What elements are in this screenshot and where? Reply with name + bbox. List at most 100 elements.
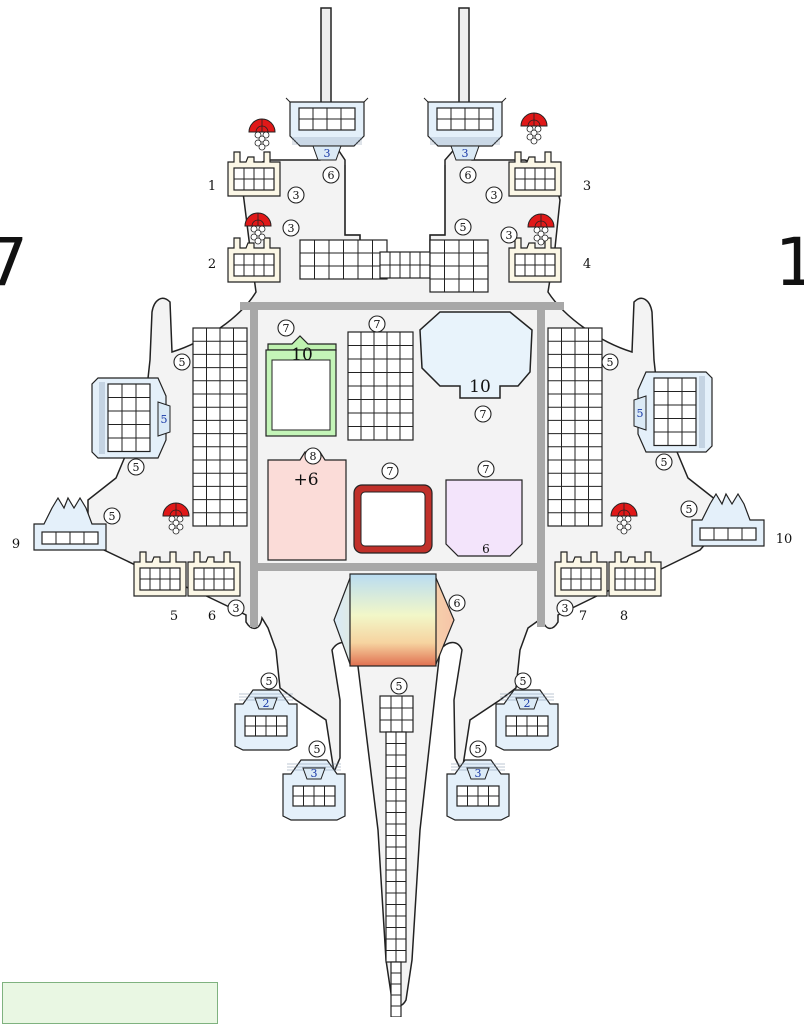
- spike-grid: [42, 532, 98, 544]
- footer-box: [2, 982, 218, 1024]
- crew-badge-value: 5: [314, 743, 321, 756]
- turret-cost: 3: [324, 147, 331, 160]
- crew-badge-middle: 7: [369, 316, 385, 332]
- bridge-1-label: 1: [208, 179, 216, 194]
- radar-icon-top-right: [521, 113, 547, 144]
- turret-grid: [245, 716, 287, 736]
- bridge-grid: [515, 254, 555, 276]
- bridge-4-label: 4: [583, 257, 591, 272]
- blue-room-label: 10: [469, 377, 491, 397]
- crew-badge-value: 5: [520, 675, 527, 688]
- left-cargo-block: [193, 328, 247, 526]
- bridge-grid: [515, 168, 555, 190]
- crew-badge-value: 6: [328, 169, 335, 182]
- turret-cost: 3: [462, 147, 469, 160]
- turret-side-left: 5: [92, 378, 170, 458]
- crew-badge-bridge-9: 5: [104, 508, 120, 524]
- crew-badge-left-block: 5: [174, 354, 190, 370]
- bridge-8-label: 8: [620, 609, 628, 624]
- crew-badge-value: 3: [288, 222, 295, 235]
- turret-grid: [457, 786, 499, 806]
- bridge-2-label: 2: [208, 257, 216, 272]
- upper-grid-mid: [380, 252, 430, 278]
- spike-grid: [700, 528, 756, 540]
- crew-badge-low-left-1: 5: [261, 673, 277, 689]
- turret-top-left: 3: [286, 98, 368, 160]
- crew-badge-top-left: 6: [323, 167, 339, 183]
- spine-head-grid: [380, 696, 413, 732]
- crew-badge-value: 3: [562, 602, 569, 615]
- bridge-grid: [615, 568, 655, 590]
- prism-room: [334, 574, 454, 666]
- crew-badge-value: 5: [109, 510, 116, 523]
- antenna-masts: [321, 8, 469, 104]
- crew-badge-right-block: 5: [602, 354, 618, 370]
- bridge-10-label: 10: [776, 532, 793, 547]
- right-cargo-block: [548, 328, 602, 526]
- turret-cost: 5: [637, 407, 644, 420]
- crew-badge-value: 5: [475, 743, 482, 756]
- pink-room: [268, 452, 346, 560]
- crew-badge-value: 3: [293, 189, 300, 202]
- crew-badge-value: 7: [374, 318, 381, 331]
- crew-badge-value: 5: [460, 221, 467, 234]
- crew-badge-value: 3: [506, 229, 513, 242]
- turret-grid: [293, 786, 335, 806]
- crew-badge-side-right: 5: [656, 454, 672, 470]
- crew-badge-low-right-1: 5: [515, 673, 531, 689]
- turret-low-left-1: 2: [235, 690, 297, 750]
- turret-cost: 2: [524, 697, 531, 710]
- crew-badge-value: 7: [283, 322, 290, 335]
- crew-badge-low-left-2: 5: [309, 741, 325, 757]
- crew-badge-value: 7: [387, 465, 394, 478]
- crew-badge-bridge-10: 5: [681, 501, 697, 517]
- turret-side-right: 5: [634, 372, 712, 452]
- crew-badge-value: 5: [661, 456, 668, 469]
- crew-badge-value: 5: [133, 461, 140, 474]
- crew-badge-value: 3: [491, 189, 498, 202]
- red-room: [354, 485, 432, 553]
- crew-badge-value: 8: [310, 450, 317, 463]
- crew-badge-low-right-2: 5: [470, 741, 486, 757]
- turret-grid: [437, 108, 493, 130]
- turret-grid: [108, 384, 150, 452]
- spine-tail-grid: [391, 962, 401, 1017]
- bridge-1: [228, 152, 280, 196]
- turret-grid: [654, 378, 696, 446]
- edge-label-right: 1: [775, 230, 804, 296]
- bridge-5-label: 5: [170, 609, 178, 624]
- upper-grid-left: [300, 240, 387, 279]
- upper-grid-right: [430, 240, 488, 292]
- turret-low-right-2: 3: [447, 760, 509, 820]
- crew-badge-purple: 7: [478, 461, 494, 477]
- pink-room-label: +6: [293, 470, 318, 490]
- crew-badge-value: 6: [454, 597, 461, 610]
- middle-grid: [348, 332, 413, 440]
- crew-badge-value: 5: [396, 680, 403, 693]
- purple-room-label: 6: [482, 542, 490, 556]
- crew-badge-pink: 8: [305, 448, 321, 464]
- crew-badge-prism: 6: [449, 595, 465, 611]
- turret-grid: [299, 108, 355, 130]
- turret-top-right: 3: [424, 98, 506, 160]
- crew-badge-bridge-2: 3: [283, 220, 299, 236]
- crew-badge-value: 5: [266, 675, 273, 688]
- crew-badge-bridge-1: 3: [288, 187, 304, 203]
- crew-badge-bridge-3: 3: [486, 187, 502, 203]
- bridge-7-label: 7: [579, 609, 587, 624]
- crew-badge-blue: 7: [475, 406, 491, 422]
- crew-badge-upper-mid: 5: [455, 219, 471, 235]
- crew-badge-bridge-4: 3: [501, 227, 517, 243]
- bridge-9-label: 9: [12, 537, 20, 552]
- crew-badge-spine: 5: [391, 678, 407, 694]
- spine-grid: [386, 732, 406, 962]
- crew-badge-top-right: 6: [460, 167, 476, 183]
- crew-badge-value: 3: [233, 602, 240, 615]
- turret-low-right-1: 2: [496, 690, 558, 750]
- green-room-label: 10: [291, 345, 313, 365]
- crew-badge-value: 6: [465, 169, 472, 182]
- turret-cost: 2: [263, 697, 270, 710]
- bridge-grid: [194, 568, 234, 590]
